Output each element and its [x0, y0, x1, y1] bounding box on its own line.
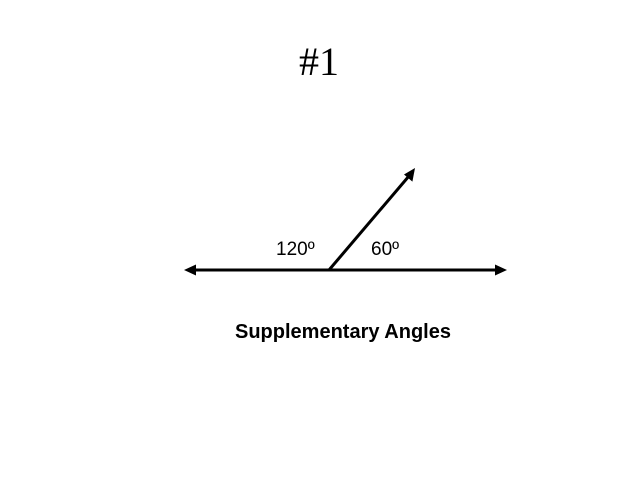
angle-label-120: 120º: [276, 239, 315, 260]
slide-title: #1: [299, 39, 339, 84]
diagram-caption: Supplementary Angles: [235, 321, 451, 343]
angle-label-60: 60º: [371, 239, 399, 260]
ray: [327, 175, 411, 271]
ray-arrowhead: [404, 168, 415, 182]
right-arrowhead: [495, 264, 507, 276]
left-arrowhead: [184, 264, 196, 276]
